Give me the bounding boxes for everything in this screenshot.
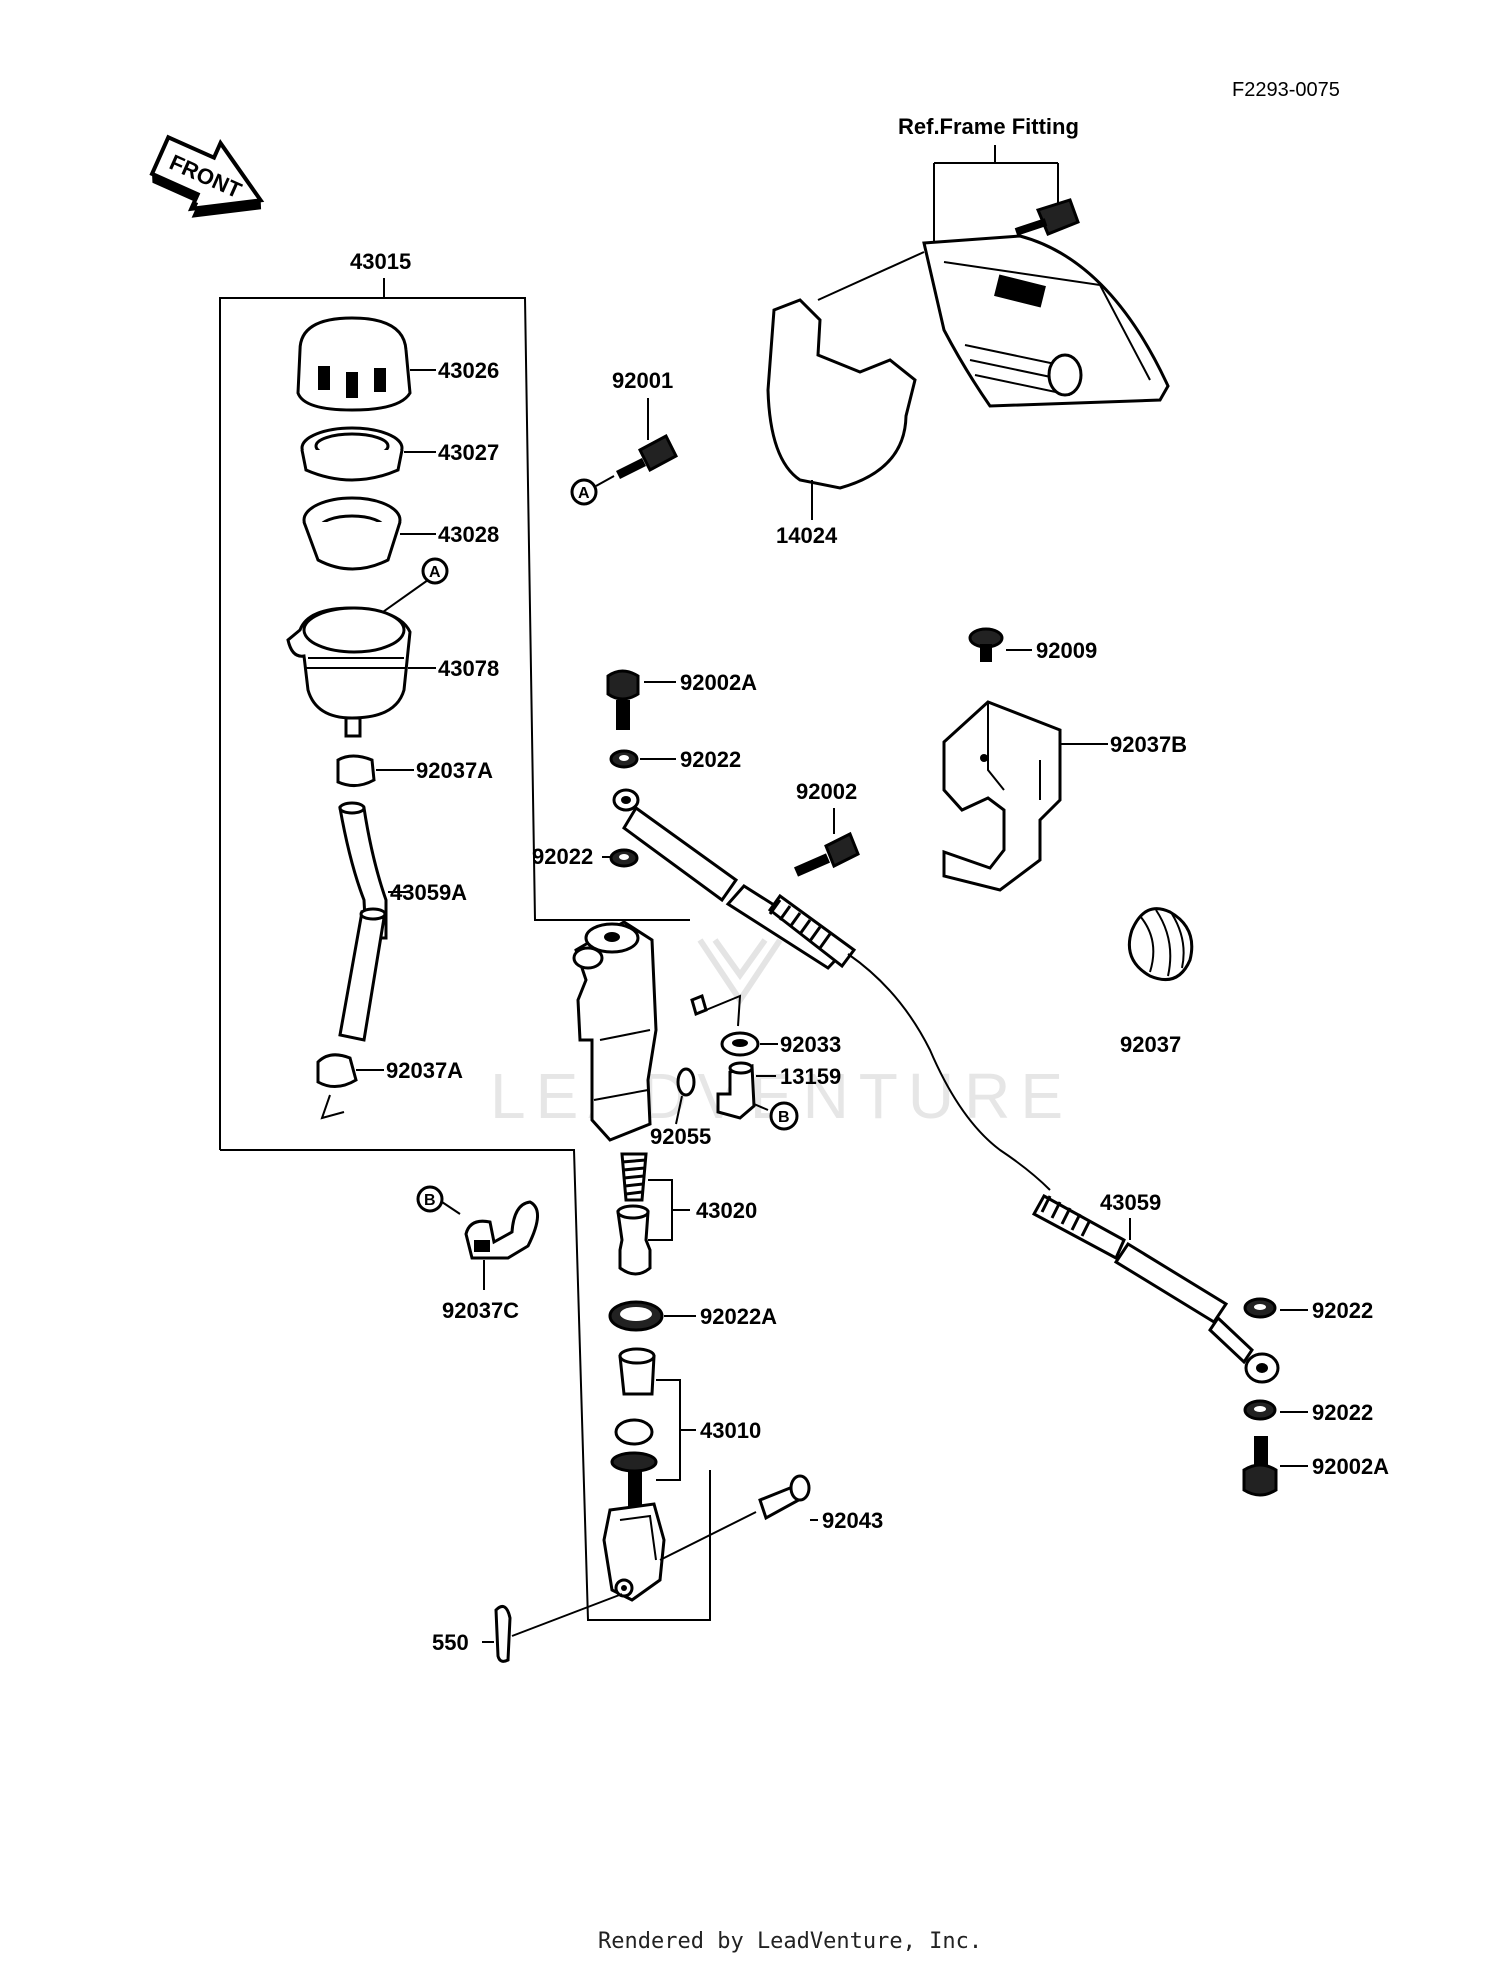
label-43027: 43027: [438, 440, 499, 465]
plate-43027: 43027: [300, 426, 499, 482]
clamp-92037A-top: 92037A: [336, 754, 493, 787]
piston-spring-43020: 43020: [616, 1152, 757, 1276]
bolt-92002A-top: 92002A: [606, 669, 757, 730]
hose-43059A: 43059A: [338, 801, 467, 1042]
bolt-92002A-bottom: 92002A: [1242, 1436, 1389, 1497]
screw-92009: 92009: [968, 627, 1097, 663]
callout-b-2: B: [424, 1192, 436, 1209]
bolt-92001: 92001 A: [570, 368, 678, 506]
label-13159: 13159: [780, 1064, 841, 1089]
label-92002A-top: 92002A: [680, 670, 757, 695]
washer-92022-b: 92022: [532, 844, 639, 869]
diagram-code: F2293-0075: [1232, 79, 1340, 101]
footer-credit: Rendered by LeadVenture, Inc.: [598, 1929, 982, 1954]
label-92037A-top: 92037A: [416, 758, 493, 783]
label-92022A: 92022A: [700, 1304, 777, 1329]
reservoir-43078: A 43078: [286, 557, 499, 738]
label-92022-c: 92022: [1312, 1298, 1373, 1323]
front-arrow: FRONT: [149, 134, 265, 218]
label-92055: 92055: [650, 1124, 711, 1149]
label-43028: 43028: [438, 522, 499, 547]
label-92037C: 92037C: [442, 1298, 519, 1323]
callout-a-1: A: [578, 485, 590, 502]
rear-cover: [922, 198, 1170, 408]
brake-hose-43059: 43059: [612, 788, 1280, 1384]
label-92001: 92001: [612, 368, 673, 393]
label-14024: 14024: [776, 523, 838, 548]
label-92009: 92009: [1036, 638, 1097, 663]
label-43059A: 43059A: [390, 880, 467, 905]
ref-frame-bracket: Ref.Frame Fitting: [898, 114, 1079, 252]
push-rod-43010: 43010: [602, 1347, 761, 1602]
callout-b-1: B: [778, 1109, 790, 1126]
label-92002: 92002: [796, 779, 857, 804]
washer-92022-c: 92022: [1243, 1297, 1373, 1323]
washer-92022-d: 92022: [1243, 1399, 1373, 1425]
label-92002A-bottom: 92002A: [1312, 1454, 1389, 1479]
label-92022-b: 92022: [532, 844, 593, 869]
label-92037B: 92037B: [1110, 732, 1187, 757]
assembly-bracket-43015: 43015: [219, 249, 711, 1621]
cotter-pin-550: 550: [432, 1593, 623, 1663]
clamp-92037A-bottom: 92037A: [316, 1053, 463, 1120]
master-cylinder-body: [572, 920, 708, 1142]
label-43078: 43078: [438, 656, 499, 681]
bolt-92002: 92002: [793, 779, 860, 877]
label-92033: 92033: [780, 1032, 841, 1057]
label-92043: 92043: [822, 1508, 883, 1533]
ref-frame-label: Ref.Frame Fitting: [898, 114, 1079, 139]
label-43015: 43015: [350, 249, 411, 274]
reservoir-cap-43026: 43026: [296, 316, 499, 412]
oring-92055: 92055: [650, 1067, 711, 1149]
bracket-92037B: 92037B: [942, 700, 1187, 892]
washer-92022-a: 92022: [609, 747, 741, 772]
label-92022-a: 92022: [680, 747, 741, 772]
bracket-14024: 14024: [766, 251, 925, 548]
clamp-92037C: B 92037C: [416, 1185, 539, 1323]
callout-a-2: A: [429, 564, 441, 581]
seal-92022A: 92022A: [608, 1300, 777, 1332]
diaphragm-43028: 43028: [302, 496, 499, 571]
label-43020: 43020: [696, 1198, 757, 1223]
label-43059: 43059: [1100, 1190, 1161, 1215]
washer-92033: 92033: [705, 994, 841, 1057]
fitting-13159: 13159 B: [716, 1061, 841, 1131]
label-550: 550: [432, 1630, 469, 1655]
grommet-92037: 92037: [1120, 907, 1194, 1057]
label-43010: 43010: [700, 1418, 761, 1443]
pin-92043: 92043: [659, 1474, 883, 1561]
label-92037: 92037: [1120, 1032, 1181, 1057]
label-92022-d: 92022: [1312, 1400, 1373, 1425]
label-92037A-bottom: 92037A: [386, 1058, 463, 1083]
label-43026: 43026: [438, 358, 499, 383]
